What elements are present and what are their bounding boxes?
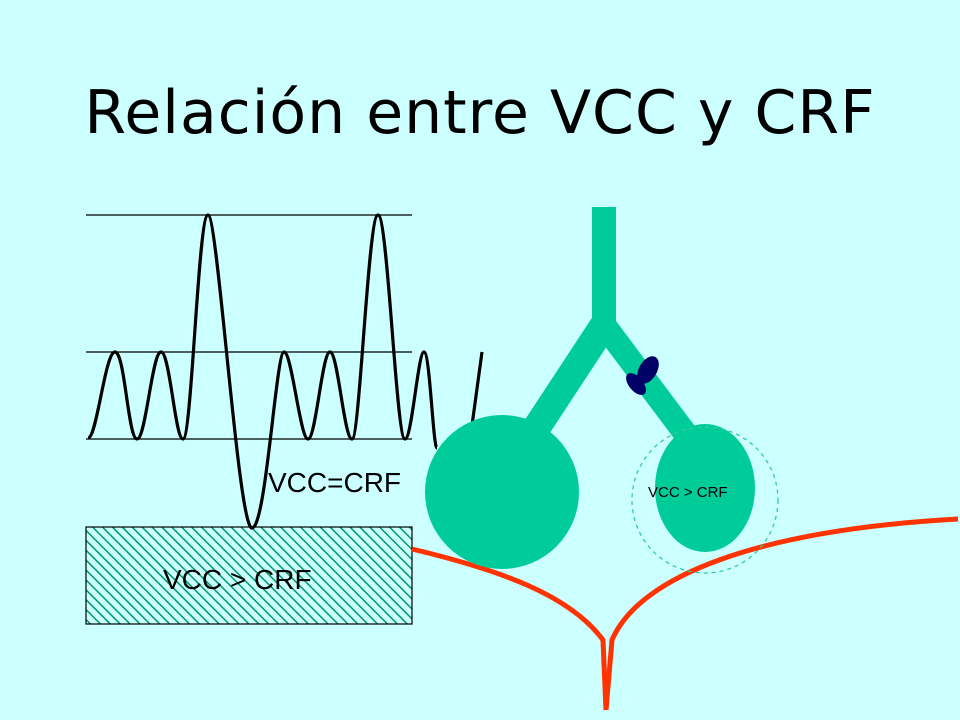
left-bronchus xyxy=(523,317,616,438)
label-small-alveolus: VCC > CRF xyxy=(648,484,728,501)
label-vcc-equals-crf: VCC=CRF xyxy=(268,467,401,498)
slide-title: Relación entre VCC y CRF xyxy=(84,78,876,148)
hatched-region xyxy=(85,526,413,625)
diaphragm-curve xyxy=(411,546,609,711)
secretion-blob-upper xyxy=(637,356,659,384)
airway-closure-dashed-circle xyxy=(631,426,779,574)
large-alveolus xyxy=(425,415,579,569)
trachea xyxy=(592,207,616,327)
diaphragm-curve-right xyxy=(603,516,959,711)
secretion-blob-lower xyxy=(626,373,646,395)
label-hatched-region: VCC > CRF xyxy=(163,564,312,595)
spirogram-waveform xyxy=(86,213,439,530)
small-alveolus xyxy=(655,424,755,552)
